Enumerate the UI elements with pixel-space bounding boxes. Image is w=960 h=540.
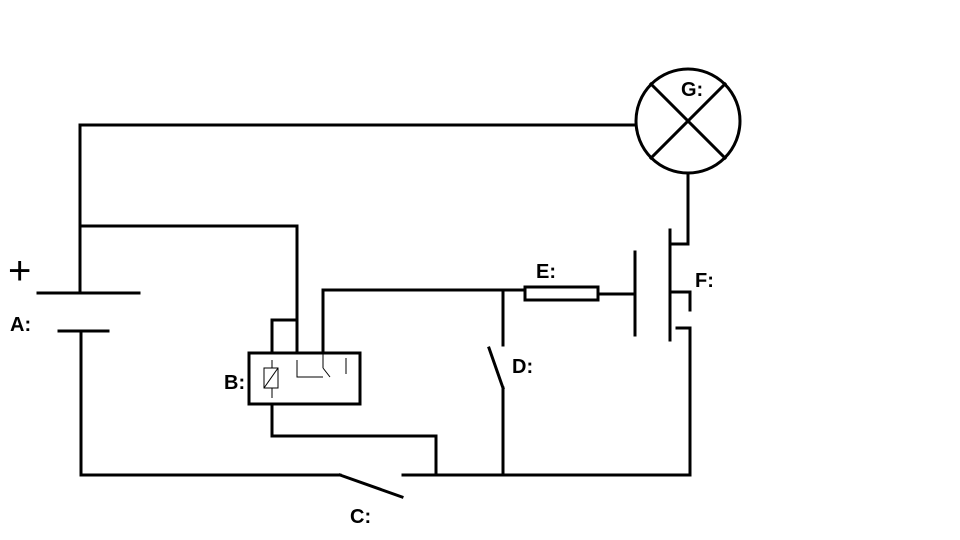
wire-cap-mid [668, 290, 692, 312]
wire-battery-neg [79, 329, 342, 477]
wire-relay-contact [321, 288, 527, 355]
relay-label: B: [224, 372, 245, 394]
wire-bottom-right [401, 326, 692, 477]
wiring [78, 123, 692, 477]
capacitor-symbol [633, 228, 672, 342]
switch-d-blade [487, 346, 505, 390]
resistor-label: E: [536, 261, 556, 283]
wire-top [78, 123, 637, 295]
battery-label: A: [10, 314, 31, 336]
relay-symbol [247, 351, 362, 406]
battery-plus-label: + [8, 249, 31, 293]
wire-lamp-down [668, 171, 690, 246]
wire-relay-bottom [270, 402, 438, 477]
lamp-label: G: [681, 79, 703, 101]
switch-c-label: C: [350, 506, 371, 528]
lamp-symbol [634, 67, 742, 175]
capacitor-label: F: [695, 270, 714, 292]
wire-to-relay [78, 224, 299, 355]
wire-relay-coil-top [270, 318, 299, 355]
resistor-symbol [523, 285, 600, 302]
switch-c-blade [338, 473, 404, 499]
battery-symbol [36, 291, 141, 333]
switch-d-label: D: [512, 356, 533, 378]
